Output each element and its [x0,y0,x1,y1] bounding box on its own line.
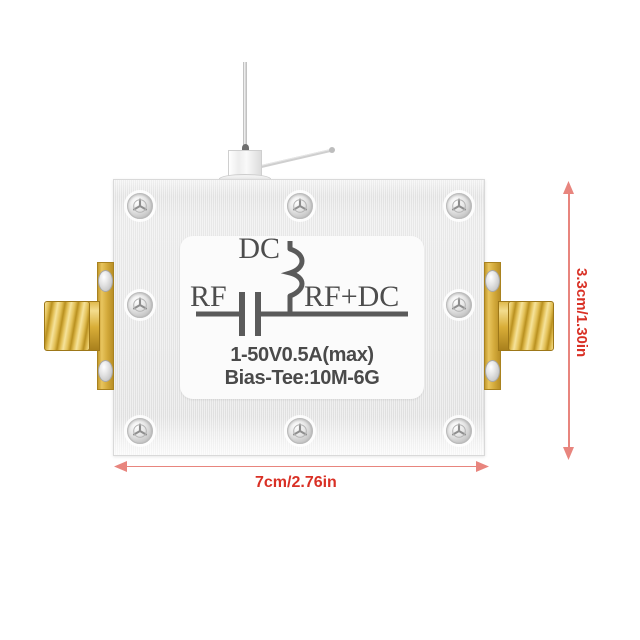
case-screw-top-right [446,193,472,219]
dc-pin-body [228,150,262,176]
dimension-line-height [568,190,570,449]
dc-feedthrough-pin [205,62,335,187]
schematic-label-rf-dc: RF+DC [304,280,399,313]
dimension-label-width: 7cm/2.76in [255,474,337,491]
dc-wire-vertical [243,62,247,148]
sma-mount-screw-left-top [98,270,113,292]
sma-thread-right [508,301,554,351]
dc-wire-diagonal [256,148,334,169]
sma-thread-left [44,301,90,351]
dimension-arrow-right-icon [476,461,489,472]
schematic-label-rf: RF [190,280,227,313]
sma-connector-rf-input [28,262,114,390]
dimension-label-height: 3.3cm/1.30in [573,268,590,358]
dimension-arrow-up-icon [563,181,574,194]
case-screw-middle-right [446,292,472,318]
sma-mount-screw-right-top [485,270,500,292]
dimension-arrow-left-icon [114,461,127,472]
label-spec-frequency-range: Bias-Tee:10M-6G [224,367,380,389]
label-spec-voltage-current: 1-50V0.5A(max) [230,344,374,366]
case-screw-bottom-right [446,418,472,444]
dc-wire-diagonal-tip [329,147,335,153]
product-label: RF DC RF+DC 1-50V0.5A(max) Bias-Tee:10M-… [180,236,424,399]
case-screw-top-left [127,193,153,219]
dimension-arrow-down-icon [563,447,574,460]
case-screw-middle-left [127,292,153,318]
case-screw-bottom-left [127,418,153,444]
bias-tee-schematic: RF DC RF+DC [190,236,408,336]
sma-mount-screw-left-bottom [98,360,113,382]
inductor-coil [280,246,305,299]
case-screw-top-center [287,193,313,219]
schematic-label-dc: DC [238,236,280,265]
sma-mount-screw-right-bottom [485,360,500,382]
dimension-line-width [122,466,477,467]
case-screw-bottom-center [287,418,313,444]
sma-connector-rf-dc-output [484,262,570,390]
dc-wire-tip [242,144,249,152]
